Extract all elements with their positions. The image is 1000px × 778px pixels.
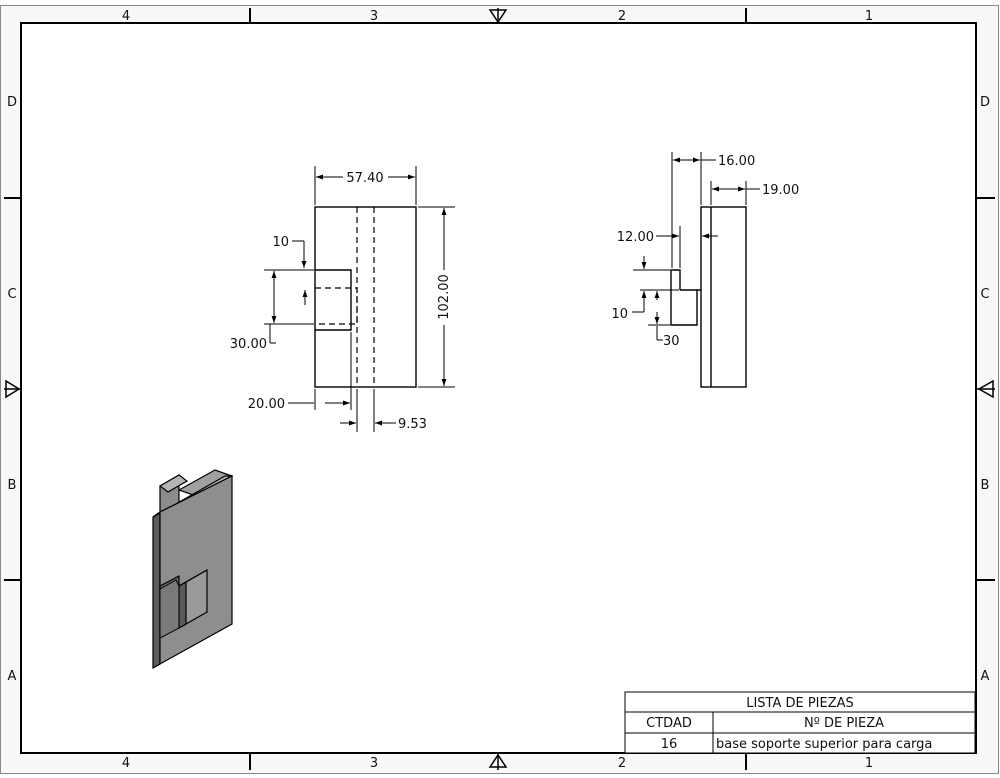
zone-bottom-1: 1 bbox=[865, 756, 873, 771]
dim-slot-height: 30.00 bbox=[230, 269, 314, 352]
dim-overall-label: 16.00 bbox=[718, 154, 755, 169]
parts-list-table: LISTA DE PIEZAS CTDAD Nº DE PIEZA 16 bas… bbox=[624, 691, 976, 754]
center-mark-top bbox=[488, 8, 508, 24]
dim-slot-depth-label: 20.00 bbox=[248, 397, 285, 412]
zone-right-C: C bbox=[980, 287, 989, 302]
center-mark-right bbox=[976, 379, 995, 399]
dim-hidden-gap-label: 9.53 bbox=[398, 417, 427, 432]
row-part-name: base soporte superior para carga bbox=[716, 737, 932, 752]
zone-bottom-2: 2 bbox=[618, 756, 626, 771]
center-mark-left bbox=[4, 379, 21, 399]
header-qty: CTDAD bbox=[646, 716, 692, 731]
dim-side-plate: 19.00 bbox=[710, 181, 799, 205]
dim-tab-label: 12.00 bbox=[617, 230, 654, 245]
side-view: 16.00 19.00 12.00 bbox=[611, 152, 799, 388]
zone-left-A: A bbox=[8, 669, 17, 684]
zone-bottom-4: 4 bbox=[122, 756, 130, 771]
slot-outline bbox=[315, 269, 352, 331]
dim-front-height: 102.00 bbox=[418, 206, 455, 388]
front-outline bbox=[314, 206, 417, 388]
dim-slot-top: 10 bbox=[272, 235, 307, 268]
zone-top-1: 1 bbox=[865, 9, 873, 24]
zone-top-4: 4 bbox=[122, 9, 130, 24]
dim-thirty-label: 30 bbox=[663, 334, 680, 349]
zone-left-D: D bbox=[7, 95, 17, 110]
front-view: 57.40 102.00 10 30.00 bbox=[230, 166, 455, 432]
zone-bottom-3: 3 bbox=[370, 756, 378, 771]
side-plate bbox=[700, 206, 747, 388]
dim-ten-label: 10 bbox=[611, 307, 628, 322]
header-part-number: Nº DE PIEZA bbox=[804, 716, 884, 731]
zone-top-3: 3 bbox=[370, 9, 378, 24]
dim-side-overall: 16.00 bbox=[671, 152, 755, 268]
zone-left-B: B bbox=[8, 478, 17, 493]
zone-labels: 4 3 2 1 4 3 2 1 D C B A D C B A bbox=[7, 9, 990, 771]
dim-slot-top-label: 10 bbox=[272, 235, 289, 250]
zone-right-A: A bbox=[981, 669, 990, 684]
dim-slot-depth: 20.00 bbox=[248, 332, 352, 412]
dim-hidden-gap: 9.53 bbox=[340, 389, 427, 432]
row-qty: 16 bbox=[661, 737, 678, 752]
dim-side-vertical: 10 30 bbox=[611, 256, 680, 349]
isometric-view bbox=[152, 469, 234, 670]
dim-width-label: 57.40 bbox=[346, 171, 383, 186]
zone-right-D: D bbox=[980, 95, 990, 110]
dim-plate-label: 19.00 bbox=[762, 183, 799, 198]
sheet-border bbox=[0, 5, 999, 774]
dim-height-label: 102.00 bbox=[437, 274, 452, 320]
dim-side-tab: 12.00 bbox=[617, 226, 718, 268]
slot-hidden bbox=[315, 287, 358, 325]
parts-list-title: LISTA DE PIEZAS bbox=[746, 696, 854, 711]
dim-front-width: 57.40 bbox=[314, 166, 417, 205]
center-mark-bottom bbox=[488, 753, 508, 770]
dim-slot-height-label: 30.00 bbox=[230, 337, 267, 352]
zone-right-B: B bbox=[981, 478, 990, 493]
zone-left-C: C bbox=[7, 287, 16, 302]
zone-top-2: 2 bbox=[618, 9, 626, 24]
